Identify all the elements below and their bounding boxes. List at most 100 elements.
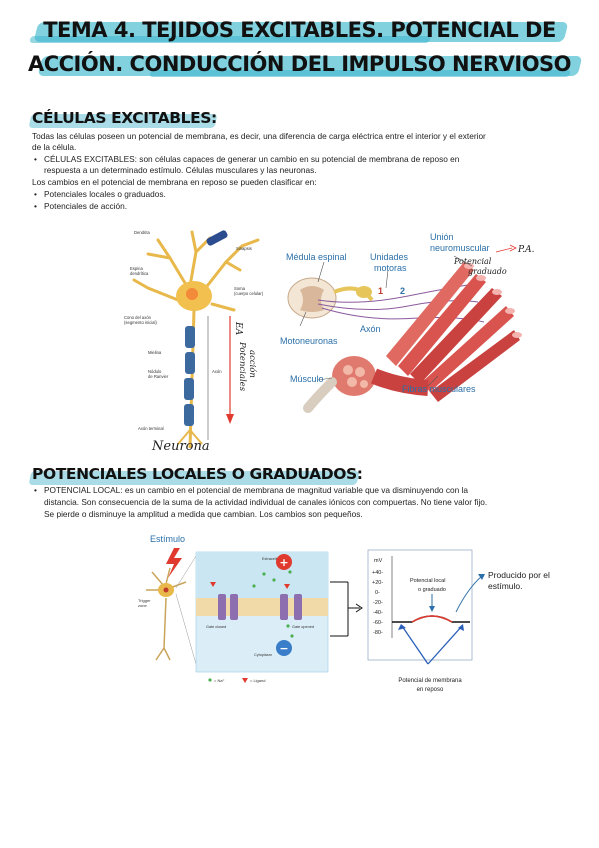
label-fibras: Fibras musculares bbox=[402, 384, 476, 394]
graph-box bbox=[367, 549, 473, 661]
tendon bbox=[303, 377, 337, 413]
hand-neurona: Neurona bbox=[151, 439, 210, 454]
label-axon-terminal: Axón terminal bbox=[138, 426, 164, 431]
label-mielina: Mielina bbox=[148, 350, 162, 355]
ap-arrow-head bbox=[226, 414, 234, 424]
section1-list-item-2: • Potenciales de acción. bbox=[34, 201, 127, 212]
synapse-terminal bbox=[206, 230, 228, 246]
hand-pa: P.A. bbox=[517, 245, 535, 255]
label-gate-opened: Gate opened bbox=[292, 625, 314, 629]
bullet-dot: • bbox=[34, 201, 37, 211]
bracket-arrow-head bbox=[355, 603, 363, 613]
producido-arrow bbox=[455, 575, 483, 613]
muscle-cross-section bbox=[332, 356, 376, 396]
ion-channels bbox=[218, 594, 302, 620]
myelin-segments bbox=[184, 326, 195, 426]
hand-potencial: Potencial bbox=[453, 257, 492, 266]
tick-label-5: -40- bbox=[373, 610, 383, 616]
fascicles bbox=[343, 365, 368, 388]
label-o-graduado: o graduado bbox=[418, 587, 446, 593]
label-soma: Soma bbox=[234, 286, 246, 291]
label-segmento-inicial: (segmento inicial) bbox=[124, 320, 157, 325]
hand-accion: acción bbox=[247, 350, 258, 378]
label-reposo-2: en reposo bbox=[417, 687, 444, 693]
pa-arrow-head bbox=[509, 244, 517, 252]
section2-bullet: • POTENCIAL LOCAL: es un cambio en el po… bbox=[34, 485, 468, 496]
zoom-line-bottom bbox=[175, 593, 197, 665]
section1-intro-line-1: Todas las células poseen un potencial de… bbox=[32, 131, 486, 141]
label-estimulo: Estímulo bbox=[150, 534, 185, 544]
label-motoneuronas: Motoneuronas bbox=[280, 336, 338, 346]
graded-bump bbox=[411, 615, 453, 623]
label-neuromuscular: neuromuscular bbox=[430, 243, 490, 253]
unidades-pointer bbox=[385, 269, 389, 289]
ligand-markers bbox=[210, 582, 290, 589]
muscle-body bbox=[370, 368, 429, 396]
tick-label-4: -20- bbox=[373, 600, 383, 606]
page-title-line-1: TEMA 4. TEJIDOS EXCITABLES. POTENCIAL DE bbox=[43, 18, 556, 42]
zoom-line-top bbox=[175, 555, 197, 589]
section2-heading: POTENCIALES LOCALES O GRADUADOS: bbox=[32, 465, 363, 483]
label-axon-muscle: Axón bbox=[360, 324, 381, 334]
section2-bullet-line-2: distancia. Son consecuencia de la suma d… bbox=[44, 497, 488, 507]
positive-badge bbox=[276, 554, 292, 570]
v-arrow-head-left bbox=[398, 624, 406, 630]
tick-label-6: -60- bbox=[373, 620, 383, 626]
label-cuerpo-celular: (cuerpo celular) bbox=[234, 291, 264, 296]
legend-na: = Na⁺ bbox=[214, 678, 225, 683]
na-ions bbox=[252, 570, 294, 638]
hand-potenciales: Potenciales bbox=[237, 341, 247, 392]
label-extracellular: Extracellular fluid bbox=[262, 557, 291, 561]
title-banner: TEMA 4. TEJIDOS EXCITABLES. POTENCIAL DE… bbox=[0, 0, 599, 90]
resting-v-arrows bbox=[401, 625, 463, 665]
label-ranvier: de Ranvier bbox=[148, 374, 169, 379]
lipid-bilayer bbox=[196, 598, 328, 616]
section1-changes: Los cambios en el potencial de membrana … bbox=[32, 177, 317, 187]
label-cytoplasm: Cytoplasm bbox=[254, 653, 272, 657]
musculo-pointer bbox=[317, 377, 333, 381]
label-motoras: motoras bbox=[374, 263, 407, 273]
v-arrow-head-right bbox=[458, 624, 464, 631]
label-producido-1: Producido por el bbox=[488, 570, 550, 580]
fibras-pointer bbox=[427, 375, 439, 387]
nerve-root bbox=[333, 286, 374, 302]
hand-ea: EA bbox=[233, 321, 243, 336]
dendrites bbox=[132, 230, 260, 312]
bullet-dot: • bbox=[34, 189, 37, 199]
label-espina: Espina bbox=[130, 266, 143, 271]
section1-bullet-1-line-2: respuesta a un determinado estímulo. Cél… bbox=[44, 165, 317, 175]
pa-arrow bbox=[495, 247, 513, 253]
legend-na-dot bbox=[208, 678, 212, 682]
label-nodulo: Nódulo bbox=[148, 369, 162, 374]
axis-unit-mv: mV bbox=[374, 558, 383, 564]
tick-label-3: 0- bbox=[375, 590, 380, 596]
muscle-figure: Médula espinal Unidades motoras Unión ne… bbox=[280, 232, 535, 413]
nucleus bbox=[186, 288, 198, 300]
label-num-2: 2 bbox=[400, 286, 405, 296]
fiber-ends bbox=[464, 263, 522, 338]
bullet-dot: • bbox=[34, 485, 37, 495]
muscle-fibers bbox=[386, 262, 520, 402]
plus-sign: + bbox=[279, 556, 288, 569]
label-reposo-1: Potencial de membrana bbox=[398, 678, 462, 684]
gray-matter bbox=[300, 286, 324, 312]
label-medula: Médula espinal bbox=[286, 252, 347, 262]
label-trigger: Trigger bbox=[138, 598, 151, 603]
section1-heading: CÉLULAS EXCITABLES: bbox=[32, 109, 217, 127]
label-musculo: Músculo bbox=[290, 374, 324, 384]
tick-label-1: +40- bbox=[372, 570, 383, 576]
label-zone: zone bbox=[138, 603, 147, 608]
axon-terminals bbox=[177, 429, 203, 448]
tick-label-2: +20- bbox=[372, 580, 383, 586]
label-potencial-local: Potencial local bbox=[410, 578, 445, 584]
label-sinapsis: Sinapsis bbox=[236, 246, 252, 251]
section2-bullet-line-3: Se pierde o disminuye la amplitud a medi… bbox=[44, 509, 363, 519]
label-union: Unión bbox=[430, 232, 454, 242]
legend-ligand-icon bbox=[242, 678, 248, 683]
page-title-line-2: ACCIÓN. CONDUCCIÓN DEL IMPULSO NERVIOSO bbox=[27, 52, 572, 76]
section1-intro-line-2: de la célula. bbox=[32, 142, 77, 152]
producido-arrow-head bbox=[478, 574, 485, 580]
hand-graduado: graduado bbox=[468, 267, 507, 276]
negative-badge bbox=[276, 640, 292, 656]
extracellular-area bbox=[196, 552, 328, 598]
